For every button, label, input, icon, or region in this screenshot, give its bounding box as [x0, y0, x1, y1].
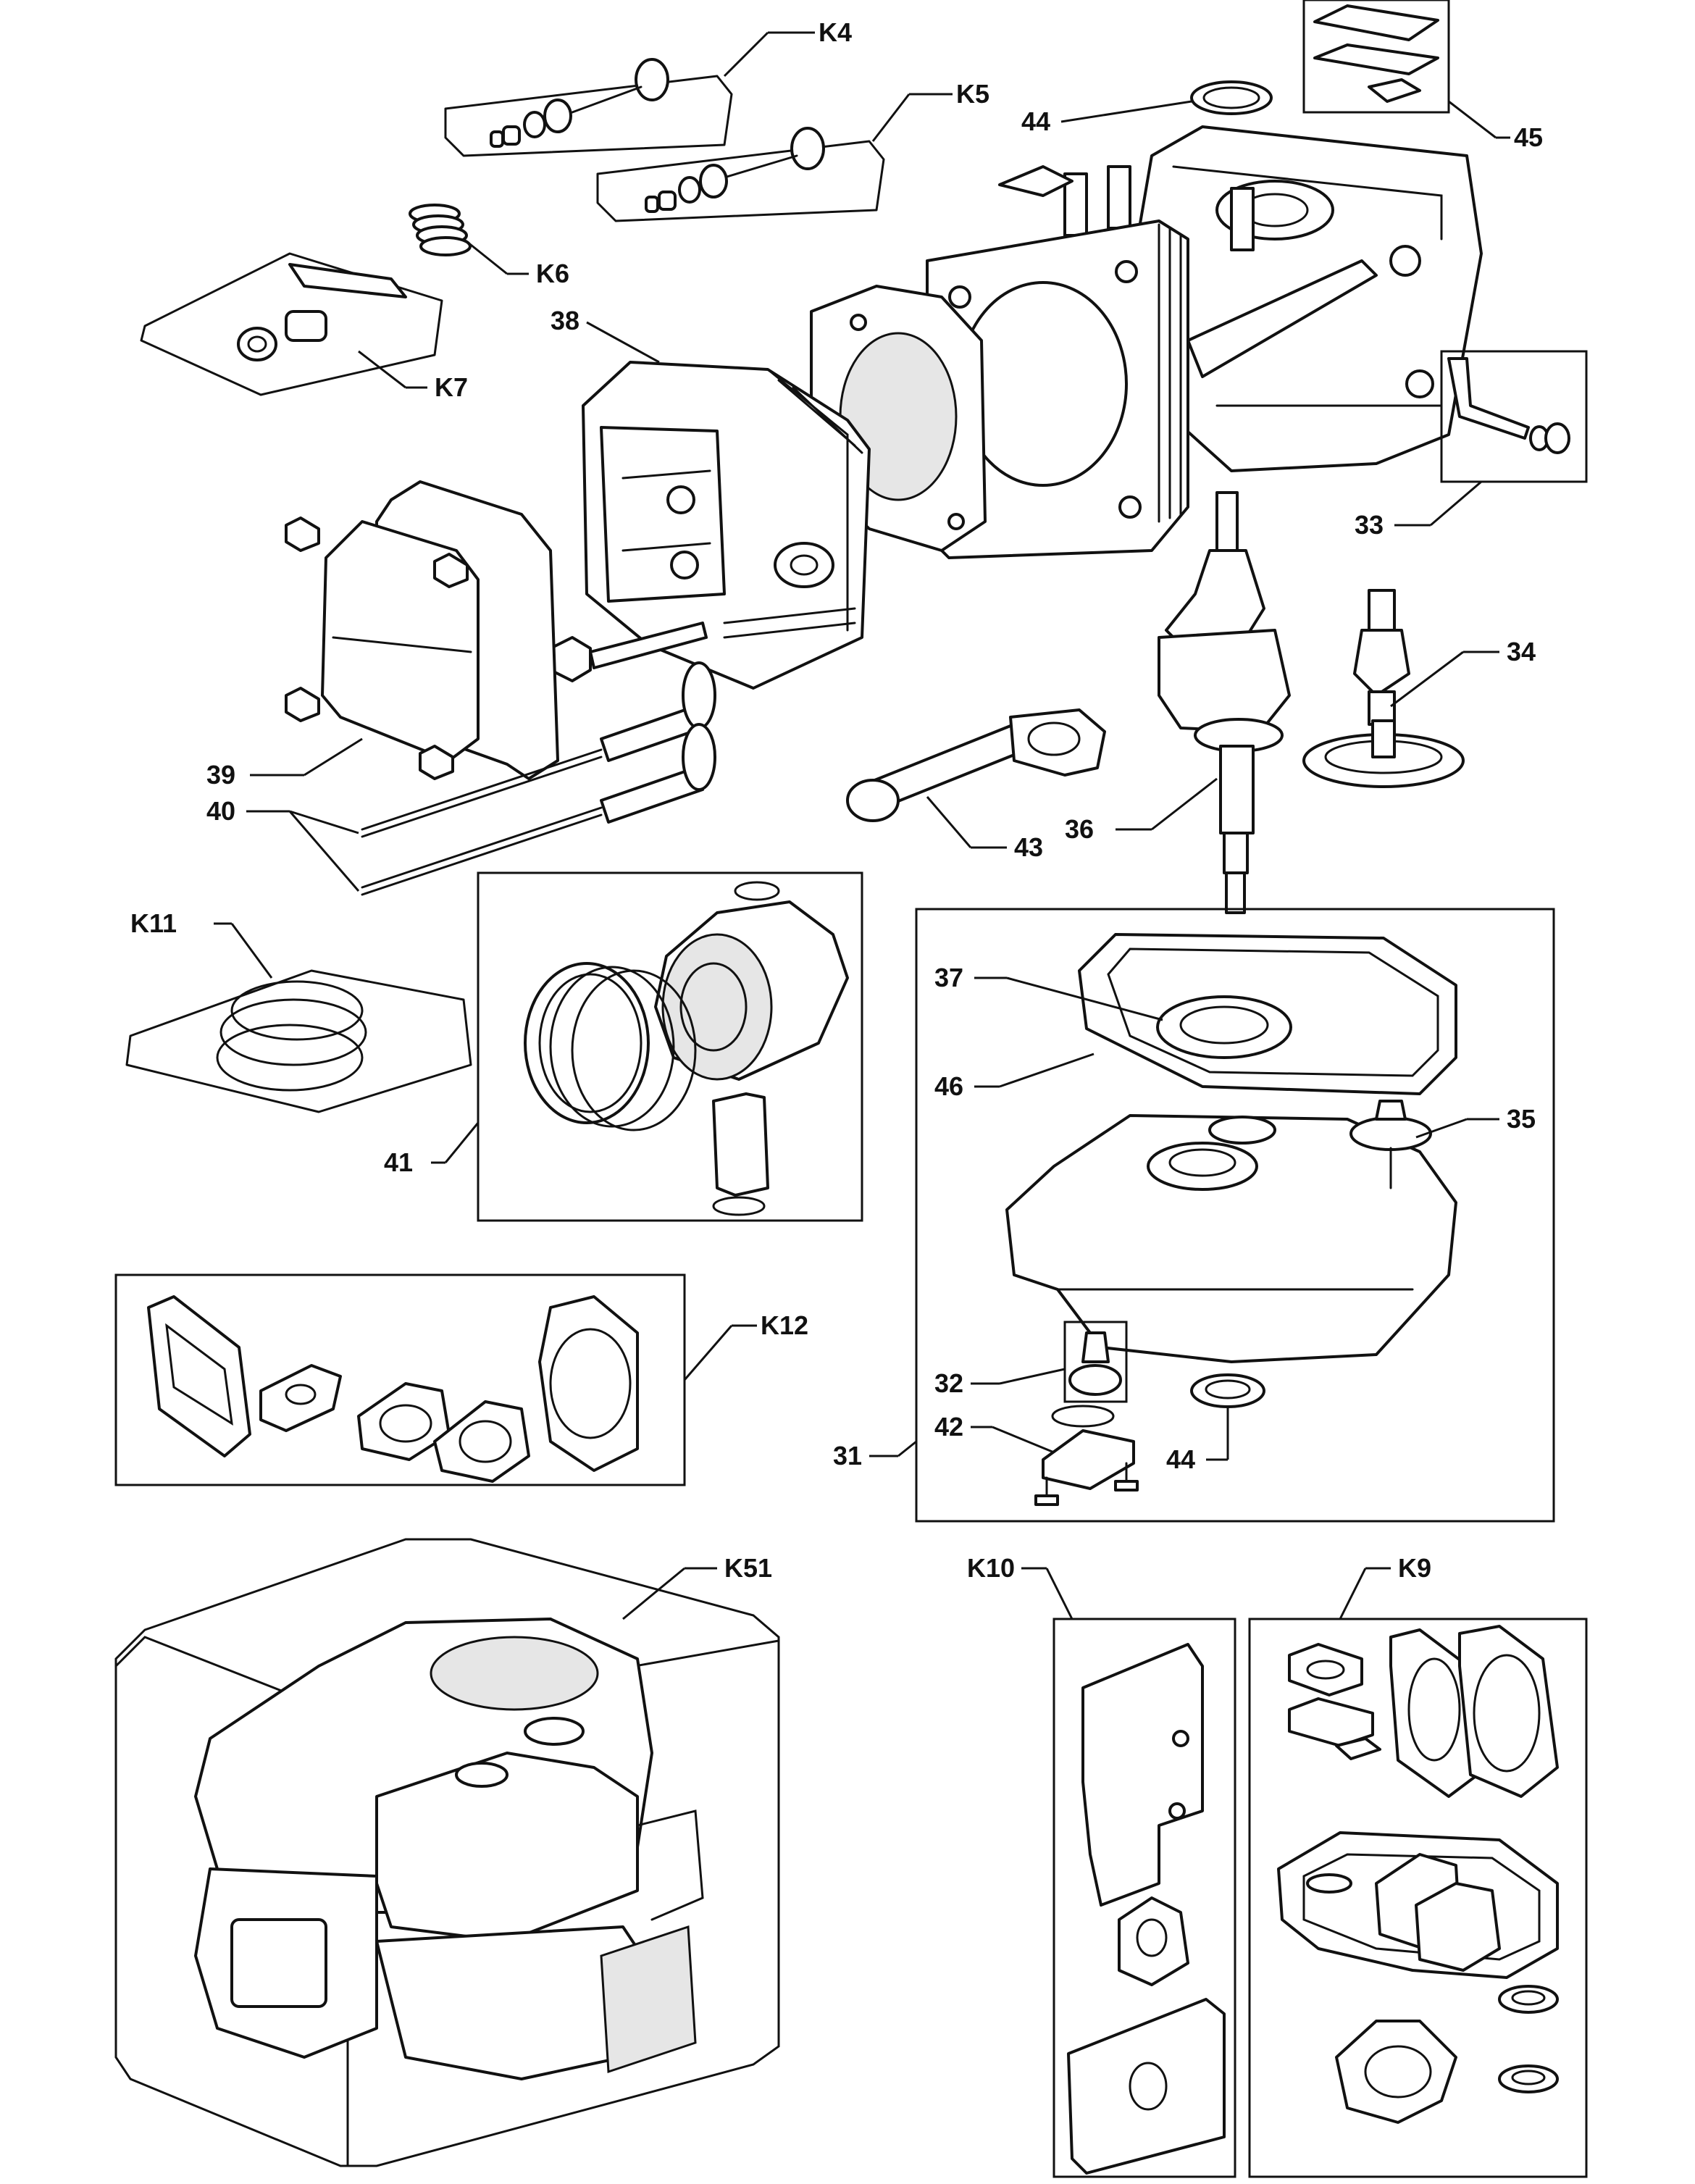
leader-37-tail: [1006, 976, 1163, 1021]
callout-44-top: 44: [1021, 106, 1050, 136]
leader-45: [1448, 100, 1497, 139]
part-38-cylinder-head[interactable]: [582, 361, 871, 690]
callout-45: 45: [1514, 122, 1543, 152]
part-k4-valve-kit[interactable]: [444, 58, 733, 157]
part-43-connecting-rod[interactable]: [846, 708, 1106, 822]
part-k11-ring-kit[interactable]: [125, 969, 472, 1113]
callout-k10: K10: [967, 1553, 1015, 1583]
callout-44-bottom: 44: [1166, 1444, 1195, 1474]
leader-42-tail: [992, 1426, 1055, 1454]
callout-36: 36: [1065, 814, 1094, 844]
callout-k7: K7: [435, 372, 468, 402]
part-k7-rocker-kit[interactable]: [140, 252, 443, 396]
leader-44-top: [1060, 100, 1192, 123]
leader-k10-tail: [1045, 1568, 1074, 1620]
part-42-cover-plate[interactable]: [1034, 1405, 1139, 1506]
leader-k51: [622, 1567, 685, 1620]
callout-k51: K51: [724, 1553, 772, 1583]
callout-31: 31: [833, 1441, 862, 1470]
part-k9-gasket-set[interactable]: [1277, 1625, 1559, 2124]
part-oil-sump[interactable]: [1005, 1114, 1457, 1363]
leader-31-tail: [897, 1440, 917, 1457]
part-k10-heat-shield-set[interactable]: [1067, 1643, 1226, 2175]
leader-43: [926, 796, 972, 848]
leader-k5: [871, 93, 911, 142]
leader-k4: [723, 31, 769, 78]
part-37-main-bearing[interactable]: [1156, 995, 1292, 1059]
part-45-breather-cover[interactable]: [1313, 4, 1439, 103]
box-32: [1063, 1321, 1128, 1403]
part-35-governor-gear[interactable]: [1349, 1100, 1432, 1189]
callout-37: 37: [934, 963, 963, 992]
callout-k4: K4: [819, 17, 852, 47]
callout-43: 43: [1014, 832, 1043, 862]
leader-41-tail: [444, 1122, 480, 1163]
part-k6-valve-spring[interactable]: [409, 204, 472, 256]
callout-k9: K9: [1398, 1553, 1431, 1583]
part-44-oil-seal-bottom[interactable]: [1190, 1373, 1265, 1408]
callout-k5: K5: [956, 79, 989, 109]
box-33: [1440, 350, 1588, 483]
leader-34: [1390, 650, 1464, 708]
box-k9: [1248, 1618, 1588, 2178]
part-32-oil-pump[interactable]: [1063, 1321, 1128, 1403]
part-36-crankshaft[interactable]: [1158, 491, 1291, 914]
leader-k6: [463, 238, 508, 275]
leader-k7: [358, 350, 406, 389]
box-31: [915, 908, 1555, 1523]
callout-34: 34: [1507, 637, 1536, 666]
callout-39: 39: [206, 760, 235, 790]
leader-40-b: [288, 811, 360, 892]
part-40-push-rods[interactable]: [361, 748, 603, 896]
leader-33: [1430, 480, 1482, 527]
callout-46: 46: [934, 1071, 963, 1101]
callout-42: 42: [934, 1412, 963, 1442]
callout-k12: K12: [761, 1310, 808, 1340]
callout-33: 33: [1355, 510, 1384, 540]
part-k5-valve-kit[interactable]: [596, 127, 885, 222]
part-cylinder[interactable]: [926, 219, 1378, 559]
leader-38: [586, 321, 660, 364]
leader-46-tail: [999, 1053, 1095, 1088]
leader-36-tail: [1151, 777, 1218, 831]
callout-k11: K11: [130, 908, 177, 938]
part-k12-gasket-kit[interactable]: [147, 1295, 639, 1483]
callout-40: 40: [206, 796, 235, 826]
box-41: [477, 871, 863, 1222]
box-k10: [1052, 1618, 1236, 2178]
leader-k11-tail: [230, 923, 273, 979]
callout-41: 41: [384, 1147, 413, 1177]
part-k51-complete-engine[interactable]: [114, 1538, 780, 2167]
callout-38: 38: [551, 306, 579, 335]
leader-k12: [683, 1325, 733, 1381]
leader-32-tail: [999, 1368, 1066, 1385]
leader-35: [1415, 1118, 1468, 1139]
leader-k9: [1339, 1568, 1367, 1620]
callout-32: 32: [934, 1368, 963, 1398]
part-44-oil-seal-top[interactable]: [1190, 80, 1273, 115]
part-34-camshaft[interactable]: [1302, 589, 1465, 788]
leader-39-tail: [304, 737, 363, 777]
callout-k6: K6: [536, 259, 569, 288]
part-39-rocker-cover[interactable]: [285, 480, 559, 780]
leader-40-a: [289, 810, 359, 834]
callout-35: 35: [1507, 1104, 1536, 1134]
part-33-governor-arm[interactable]: [1447, 357, 1570, 454]
part-tappets[interactable]: [600, 661, 716, 824]
box-45: [1302, 0, 1450, 114]
part-41-piston[interactable]: [524, 881, 849, 1216]
